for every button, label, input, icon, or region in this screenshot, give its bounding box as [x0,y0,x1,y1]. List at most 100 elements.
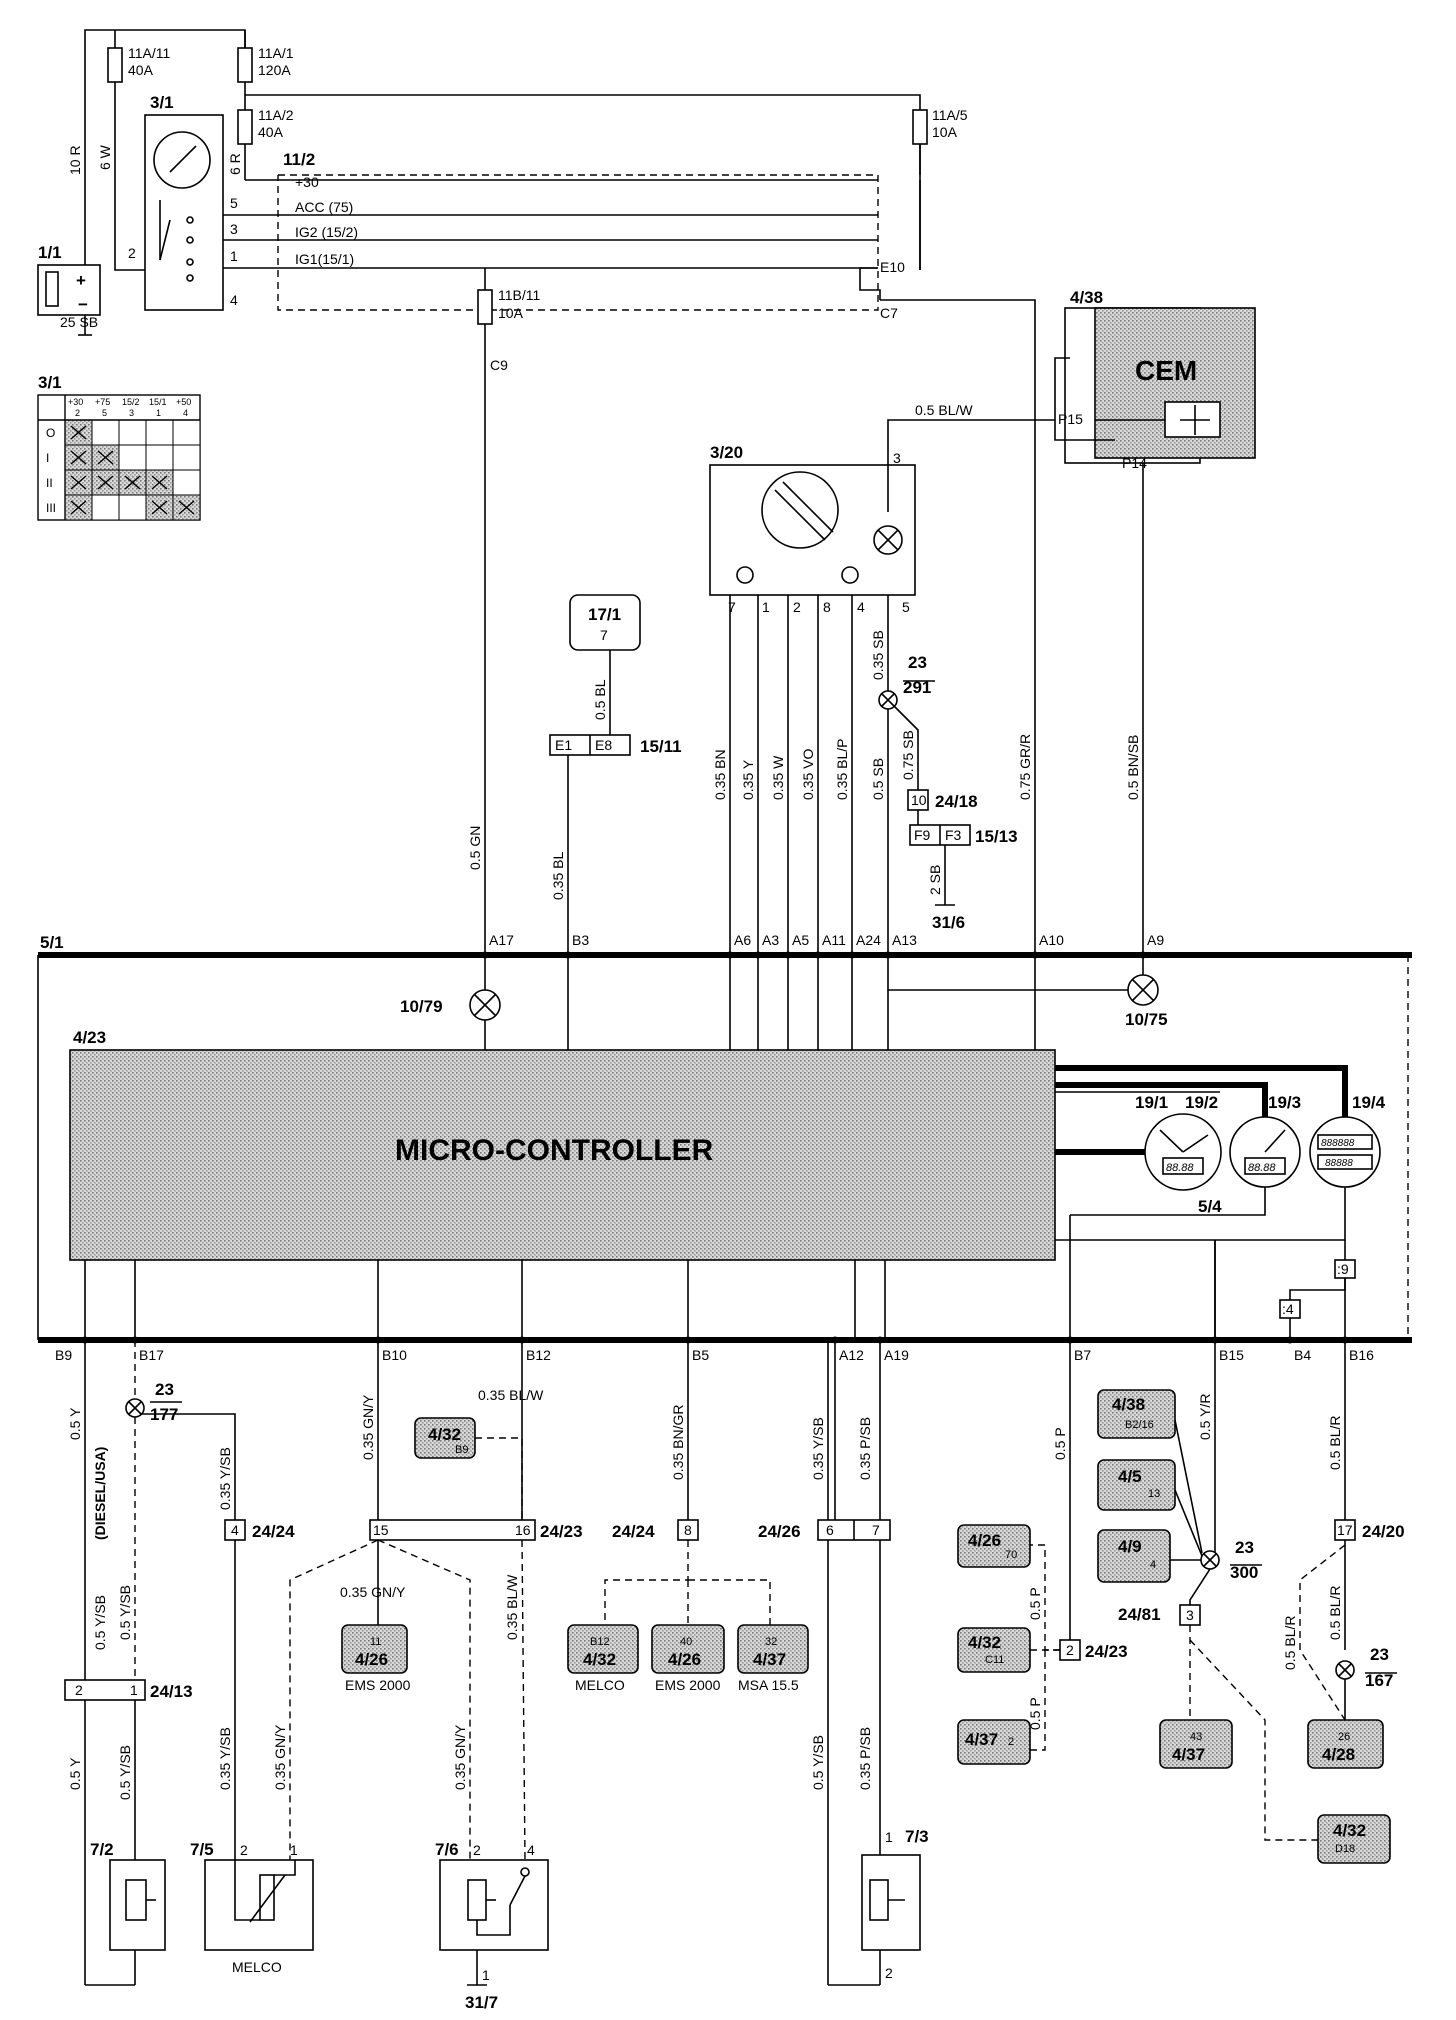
sender-7-5-pin-2: 2 [240,1842,248,1858]
b5-circuit: 0.35 BN/GR 8 24/24 B12 4/32 MELCO 40 4/2… [567,1340,809,1693]
module-4-37-2-pin: 2 [1008,1736,1014,1748]
wire-label-05gn: 0.5 GN [467,826,483,870]
wire-label-035sb: 0.35 SB [870,630,886,680]
table-pin-cell: 5 [102,408,107,418]
wire-label-075sb: 0.75 SB [900,730,916,780]
table-cell [91,444,120,471]
sender-7-2-resistor-icon [125,1879,147,1921]
fuse-11A-11-rating: 40A [128,62,154,78]
connector-24-26-pin-6: 6 [826,1522,834,1538]
fuse-11A-5-id: 11A/5 [932,107,968,123]
cem-pin-P15: P15 [1058,411,1083,427]
connector-24-20-pin: 17 [1337,1522,1353,1538]
connector-24-26-ref: 24/26 [758,1522,801,1541]
wire-label-25SB: 25 SB [60,314,98,330]
module-4-26-70-ref: 4/26 [968,1531,1001,1550]
module-4-32-b12 [567,1624,639,1674]
connector-24-24-b-ref: 24/24 [612,1522,655,1541]
light-switch-ref: 3/20 [710,443,743,462]
fuse-box-11-2: 11/2 +30 ACC (75) IG2 (15/2) IG1(15/1) E… [223,150,905,373]
fuse-11A-1-rating: 120A [258,62,291,78]
wire-label-bnsb: 0.5 BN/SB [1125,735,1141,800]
table-cell [145,444,174,471]
gauge-group-ref: 5/4 [1198,1197,1222,1216]
table-position-label: II [46,476,53,490]
wire-label-bl-w: 0.5 BL/W [915,402,973,418]
module-4-9-4 [1097,1529,1171,1583]
connector-15-13-ref: 15/13 [975,827,1018,846]
bus-top-pin-label: A6 [734,932,751,948]
battery-minus-icon: − [78,295,88,314]
gauge-19-3-ref: 19/3 [1268,1093,1301,1112]
gauge-19-1-ref: 19/1 [1135,1093,1168,1112]
fuse-11A-1 [237,47,253,83]
gauge-19-4-icon [1309,1116,1381,1188]
connector-24-23-a-pin-15: 15 [373,1522,389,1538]
wire-label-035gny-right: 0.35 GN/Y [452,1724,468,1790]
table-header-cell: +75 [95,397,110,407]
table-pin-cell: 2 [75,408,80,418]
micro-controller-label: MICRO-CONTROLLER [395,1134,714,1167]
splice-23-291-bottom: 291 [903,678,931,697]
battery-ref: 1/1 [38,243,62,262]
module-4-32-c11 [957,1627,1031,1673]
ecm-17-1-ref: 17/1 [588,605,621,624]
module-4-37-43-pin: 43 [1190,1731,1202,1743]
module-4-32-b12-caption: MELCO [575,1677,625,1693]
b15-circuit: 0.5 Y/R 23 300 4/38 B2/16 4/5 13 4/9 4 3… [1097,1340,1391,1864]
rail-acc: ACC (75) [295,199,353,215]
table-position-label: I [46,451,49,465]
wire-label-05blr-dash: 0.5 BL/R [1282,1616,1298,1670]
wire-label-05ysb-c: 0.5 Y/SB [117,1745,133,1800]
connector-24-23-b-pin: 2 [1066,1642,1074,1658]
fuse-box-ref: 11/2 [283,150,315,169]
table-cell [118,444,147,471]
connector-15-11-pin-e1: E1 [555,737,572,753]
gauge-19-1-display: 88.88 [1166,1162,1194,1174]
sender-7-6-resistor-icon [467,1879,487,1921]
fuse-11A-1-id: 11A/1 [258,45,294,61]
fuse-11A-2-rating: 40A [258,124,284,140]
wire-label-05yr: 0.5 Y/R [1197,1394,1213,1440]
sender-7-6-ref: 7/6 [435,1840,459,1859]
wire-label-035gny-top: 0.35 GN/Y [360,1394,376,1460]
connector-24-24-a-ref: 24/24 [252,1522,295,1541]
fuse-11B-11-id: 11B/11 [498,287,541,303]
module-4-37-43-ref: 4/37 [1172,1745,1205,1764]
bus-bottom-pin-label: B17 [139,1347,164,1363]
module-4-32-d18-ref: 4/32 [1333,1821,1366,1840]
wire-label-035gny-left: 0.35 GN/Y [272,1724,288,1790]
module-4-37-2-ref: 4/37 [965,1730,998,1749]
switch-pin-5: 5 [230,195,238,211]
gauges: 88.88 88.88 888888 88888 19/1 19/2 19/3 … [1055,1065,1386,1340]
connector-24-23-b-ref: 24/23 [1085,1642,1128,1661]
wire-label-035ysb-upper: 0.35 Y/SB [217,1447,233,1510]
sender-7-2-ref: 7/2 [90,1840,114,1859]
lamp-10-79-ref: 10/79 [400,997,443,1016]
gauge-connector-4-label: :4 [1282,1301,1294,1317]
micro-controller-ref: 4/23 [73,1028,106,1047]
splice-23-300-top: 23 [1235,1538,1254,1557]
wire-label-6R: 6 R [227,153,243,175]
light-switch-pin-5: 5 [902,599,910,615]
wire-label-05ysb-a: 0.5 Y/SB [92,1595,108,1650]
wire-label-grr: 0.75 GR/R [1017,734,1033,800]
sender-7-6-body [439,1859,549,1951]
module-4-32-d18 [1317,1814,1391,1864]
bus-bottom-pin-label: B9 [55,1347,72,1363]
connector-24-13 [64,1679,146,1701]
bus-top-pin-label: A9 [1147,932,1164,948]
wire-label-05y-top: 0.5 Y [67,1407,83,1440]
bus-top-pin-label: A24 [856,932,881,948]
sender-7-5-caption: MELCO [232,1959,282,1975]
bus-top-pin-label: A10 [1039,932,1064,948]
connector-15-13-pin-f9: F9 [914,827,931,843]
gauge-19-3-display: 88.88 [1248,1162,1276,1174]
wire-label-05blr-top: 0.5 BL/R [1327,1416,1343,1470]
module-4-32-b9-pin: B9 [455,1444,468,1456]
table-cell [118,419,147,446]
